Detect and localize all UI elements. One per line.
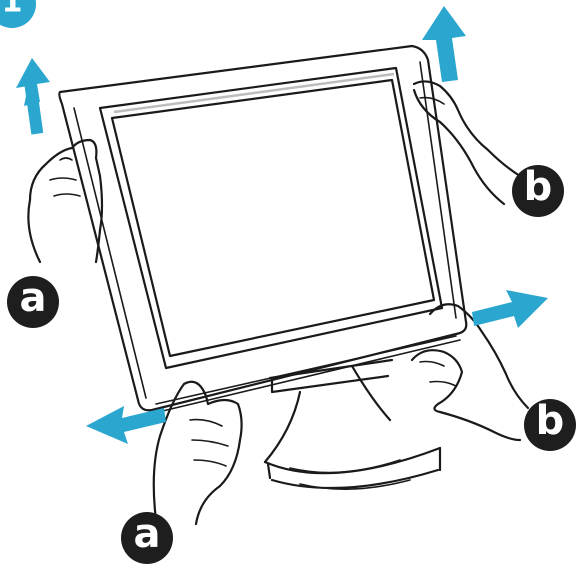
hand-icon (28, 140, 102, 262)
callout-b-right-bottom-label: b (536, 398, 565, 444)
callout-b-right-top-label: b (524, 164, 553, 210)
callout-b-right-top: b (512, 164, 564, 217)
callout-a-bottom-label: a (134, 511, 161, 557)
callout-a-left: a (7, 275, 59, 328)
hand-icon (414, 81, 520, 204)
arrow-up-icon (16, 58, 50, 135)
step-number: 1 (2, 0, 23, 20)
callout-a-left-label: a (20, 275, 47, 321)
hand-icon (412, 304, 528, 440)
step-badge: 1 (0, 0, 36, 28)
arrow-left-icon (86, 406, 166, 444)
callout-b-right-bottom: b (524, 398, 576, 451)
monitor-stand (265, 360, 440, 489)
callout-a-bottom: a (121, 511, 173, 564)
arrow-right-icon (472, 290, 548, 328)
monitor-icon (59, 46, 466, 414)
